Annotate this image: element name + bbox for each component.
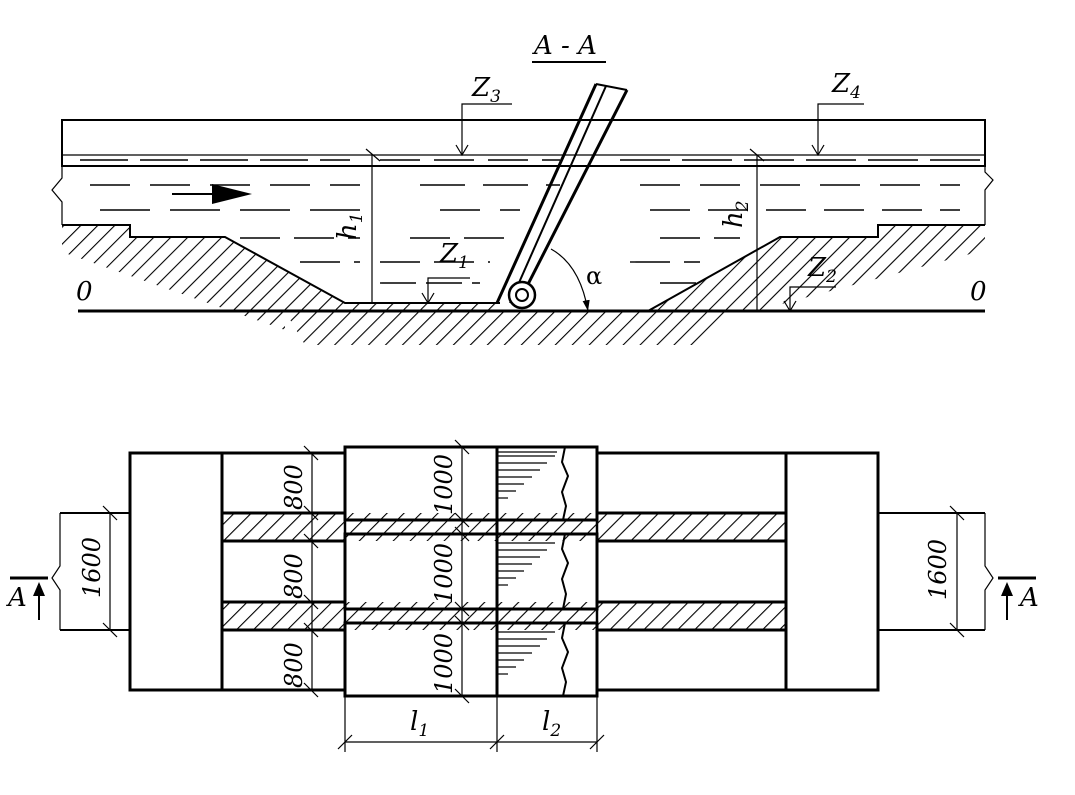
h2-tick bbox=[749, 148, 765, 162]
flow-arrow bbox=[172, 184, 252, 204]
cut-mark-left bbox=[10, 576, 48, 620]
h1-label: h1 bbox=[333, 212, 367, 240]
z3-level-mark: Z3 bbox=[455, 73, 512, 157]
jump-line-2 bbox=[560, 533, 570, 610]
z4-level-mark: Z4 bbox=[811, 69, 864, 157]
jump-line-1 bbox=[560, 446, 570, 521]
inclined-gate bbox=[495, 83, 629, 310]
channel-width-left: 1600 bbox=[78, 537, 106, 598]
left-channel-walls bbox=[60, 512, 130, 631]
channel-width-right: 1600 bbox=[924, 539, 952, 600]
gate-chamber-3 bbox=[343, 621, 599, 698]
channel-width-right-dim bbox=[949, 505, 965, 638]
bay-width-1: 800 bbox=[280, 464, 308, 510]
gate-chamber-2 bbox=[343, 532, 599, 611]
break-mark-right bbox=[984, 166, 994, 225]
cut-mark-right bbox=[998, 576, 1036, 620]
right-bed-profile bbox=[647, 224, 985, 312]
datum-right-label: 0 bbox=[970, 277, 987, 307]
section-title: A - A bbox=[532, 31, 597, 61]
cut-label-left: A bbox=[6, 583, 27, 613]
alpha-label: α bbox=[586, 262, 602, 290]
water-dashes bbox=[80, 159, 980, 284]
plan-view: 800 800 800 1000 1000 1000 1600 1 bbox=[6, 439, 1039, 752]
right-channel-break bbox=[984, 513, 994, 630]
svg-text:Z2: Z2 bbox=[807, 253, 837, 287]
svg-text:Z1: Z1 bbox=[439, 239, 469, 273]
section-view: A - A bbox=[51, 31, 994, 345]
svg-text:Z4: Z4 bbox=[831, 69, 861, 103]
cut-label-right: A bbox=[1018, 583, 1039, 613]
gate-leaf-hatch-1 bbox=[497, 451, 557, 499]
bay-width-3: 800 bbox=[280, 642, 308, 688]
channel-width-left-dim bbox=[102, 505, 118, 638]
top-slab bbox=[61, 119, 986, 167]
apron-hatch bbox=[285, 311, 735, 345]
left-bed-profile bbox=[62, 224, 500, 304]
gate-chamber-1 bbox=[343, 445, 599, 522]
gate-width-1: 1000 bbox=[430, 454, 458, 515]
l2-label: l2 bbox=[542, 707, 561, 741]
gate-leaf-hatch-3 bbox=[497, 631, 555, 675]
l1-label: l1 bbox=[410, 707, 429, 741]
bay-width-2: 800 bbox=[280, 553, 308, 599]
alpha-arc bbox=[550, 248, 590, 312]
h2-label: h2 bbox=[719, 200, 753, 228]
z2-level-mark: Z2 bbox=[783, 253, 837, 313]
jump-line-3 bbox=[560, 622, 570, 697]
left-channel-break bbox=[51, 513, 61, 630]
pier-upper-mid bbox=[343, 518, 599, 536]
h1-tick bbox=[365, 148, 381, 162]
right-channel-walls bbox=[878, 512, 985, 631]
gate-hinge-inner bbox=[515, 288, 529, 302]
break-mark-left bbox=[51, 166, 63, 225]
datum-left-label: 0 bbox=[76, 277, 93, 307]
z1-level-mark: Z1 bbox=[421, 239, 470, 305]
pier-lower-mid bbox=[343, 607, 599, 625]
length-dimension-lines bbox=[337, 696, 605, 752]
gate-leaf-hatch-2 bbox=[497, 542, 555, 586]
right-head-block bbox=[784, 451, 880, 692]
gate-width-3: 1000 bbox=[430, 633, 458, 694]
left-head-block bbox=[128, 451, 224, 692]
gate-dimension-lines bbox=[454, 439, 470, 704]
bay-dimension-lines bbox=[303, 445, 319, 698]
right-bed-hatch bbox=[648, 225, 985, 311]
svg-text:Z3: Z3 bbox=[471, 73, 501, 107]
gate-width-2: 1000 bbox=[430, 543, 458, 604]
